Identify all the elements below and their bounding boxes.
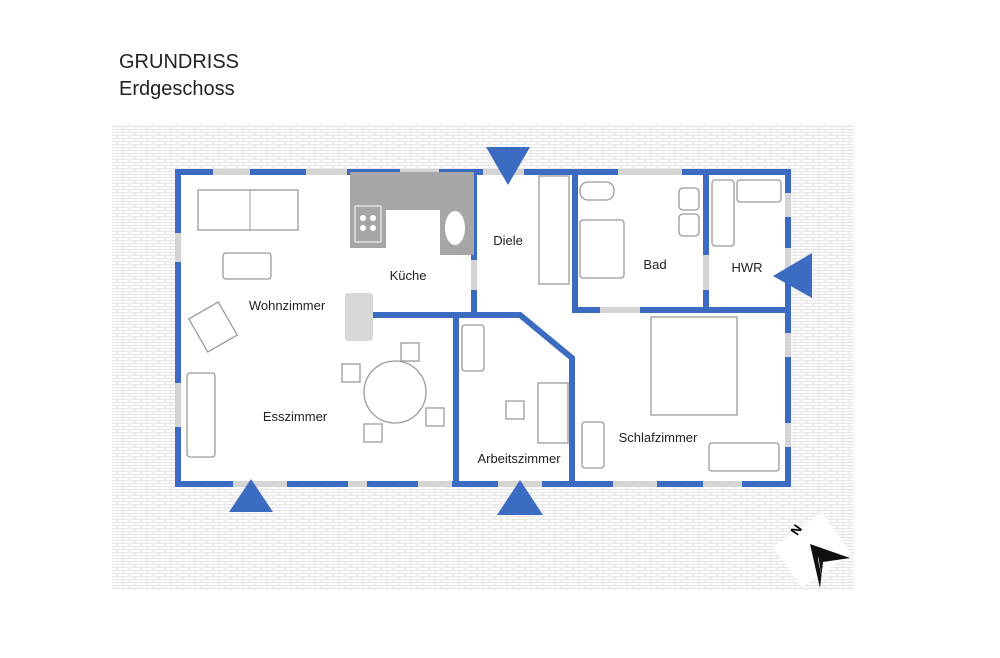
dining-table	[363, 360, 427, 424]
compass: N	[773, 512, 851, 588]
shower	[579, 219, 625, 279]
kitchen-island	[345, 293, 373, 341]
room-label-diele: Diele	[493, 233, 523, 248]
room-label-esszimmer: Esszimmer	[263, 409, 328, 424]
coffee-table	[222, 252, 272, 280]
entrance-south-marker	[497, 480, 543, 515]
armchair	[187, 301, 239, 353]
washbasin	[678, 187, 700, 211]
north-arrow-icon	[810, 544, 850, 588]
sofa	[197, 189, 299, 231]
washing-machine	[736, 179, 782, 203]
furniture	[186, 172, 782, 472]
desk	[537, 382, 569, 444]
plan-subtitle: Erdgeschoss	[119, 78, 235, 100]
chair	[341, 363, 361, 383]
staircase	[538, 175, 570, 285]
plan-title: GRUNDRISS	[119, 51, 240, 73]
stove	[354, 205, 382, 243]
toilet	[579, 181, 615, 201]
sink	[445, 211, 465, 245]
shelf	[461, 324, 485, 372]
sideboard	[186, 372, 216, 458]
chair	[400, 342, 420, 362]
room-label-kueche: Küche	[390, 268, 427, 283]
entrance-east-marker	[773, 253, 812, 298]
dresser	[708, 442, 780, 472]
entrance-north-marker	[486, 147, 530, 185]
room-label-hwr: HWR	[731, 260, 762, 275]
nightstand	[581, 421, 605, 469]
utility-cabinet	[711, 179, 735, 247]
room-label-schlafzimmer: Schlafzimmer	[619, 430, 698, 445]
room-label-bad: Bad	[643, 257, 666, 272]
chair	[363, 423, 383, 443]
chair	[425, 407, 445, 427]
room-label-arbeitszimmer: Arbeitszimmer	[477, 451, 561, 466]
room-label-wohnzimmer: Wohnzimmer	[249, 298, 326, 313]
entrance-south-west-marker	[229, 479, 273, 512]
double-bed	[650, 316, 738, 416]
washbasin	[678, 213, 700, 237]
office-chair	[505, 400, 525, 420]
